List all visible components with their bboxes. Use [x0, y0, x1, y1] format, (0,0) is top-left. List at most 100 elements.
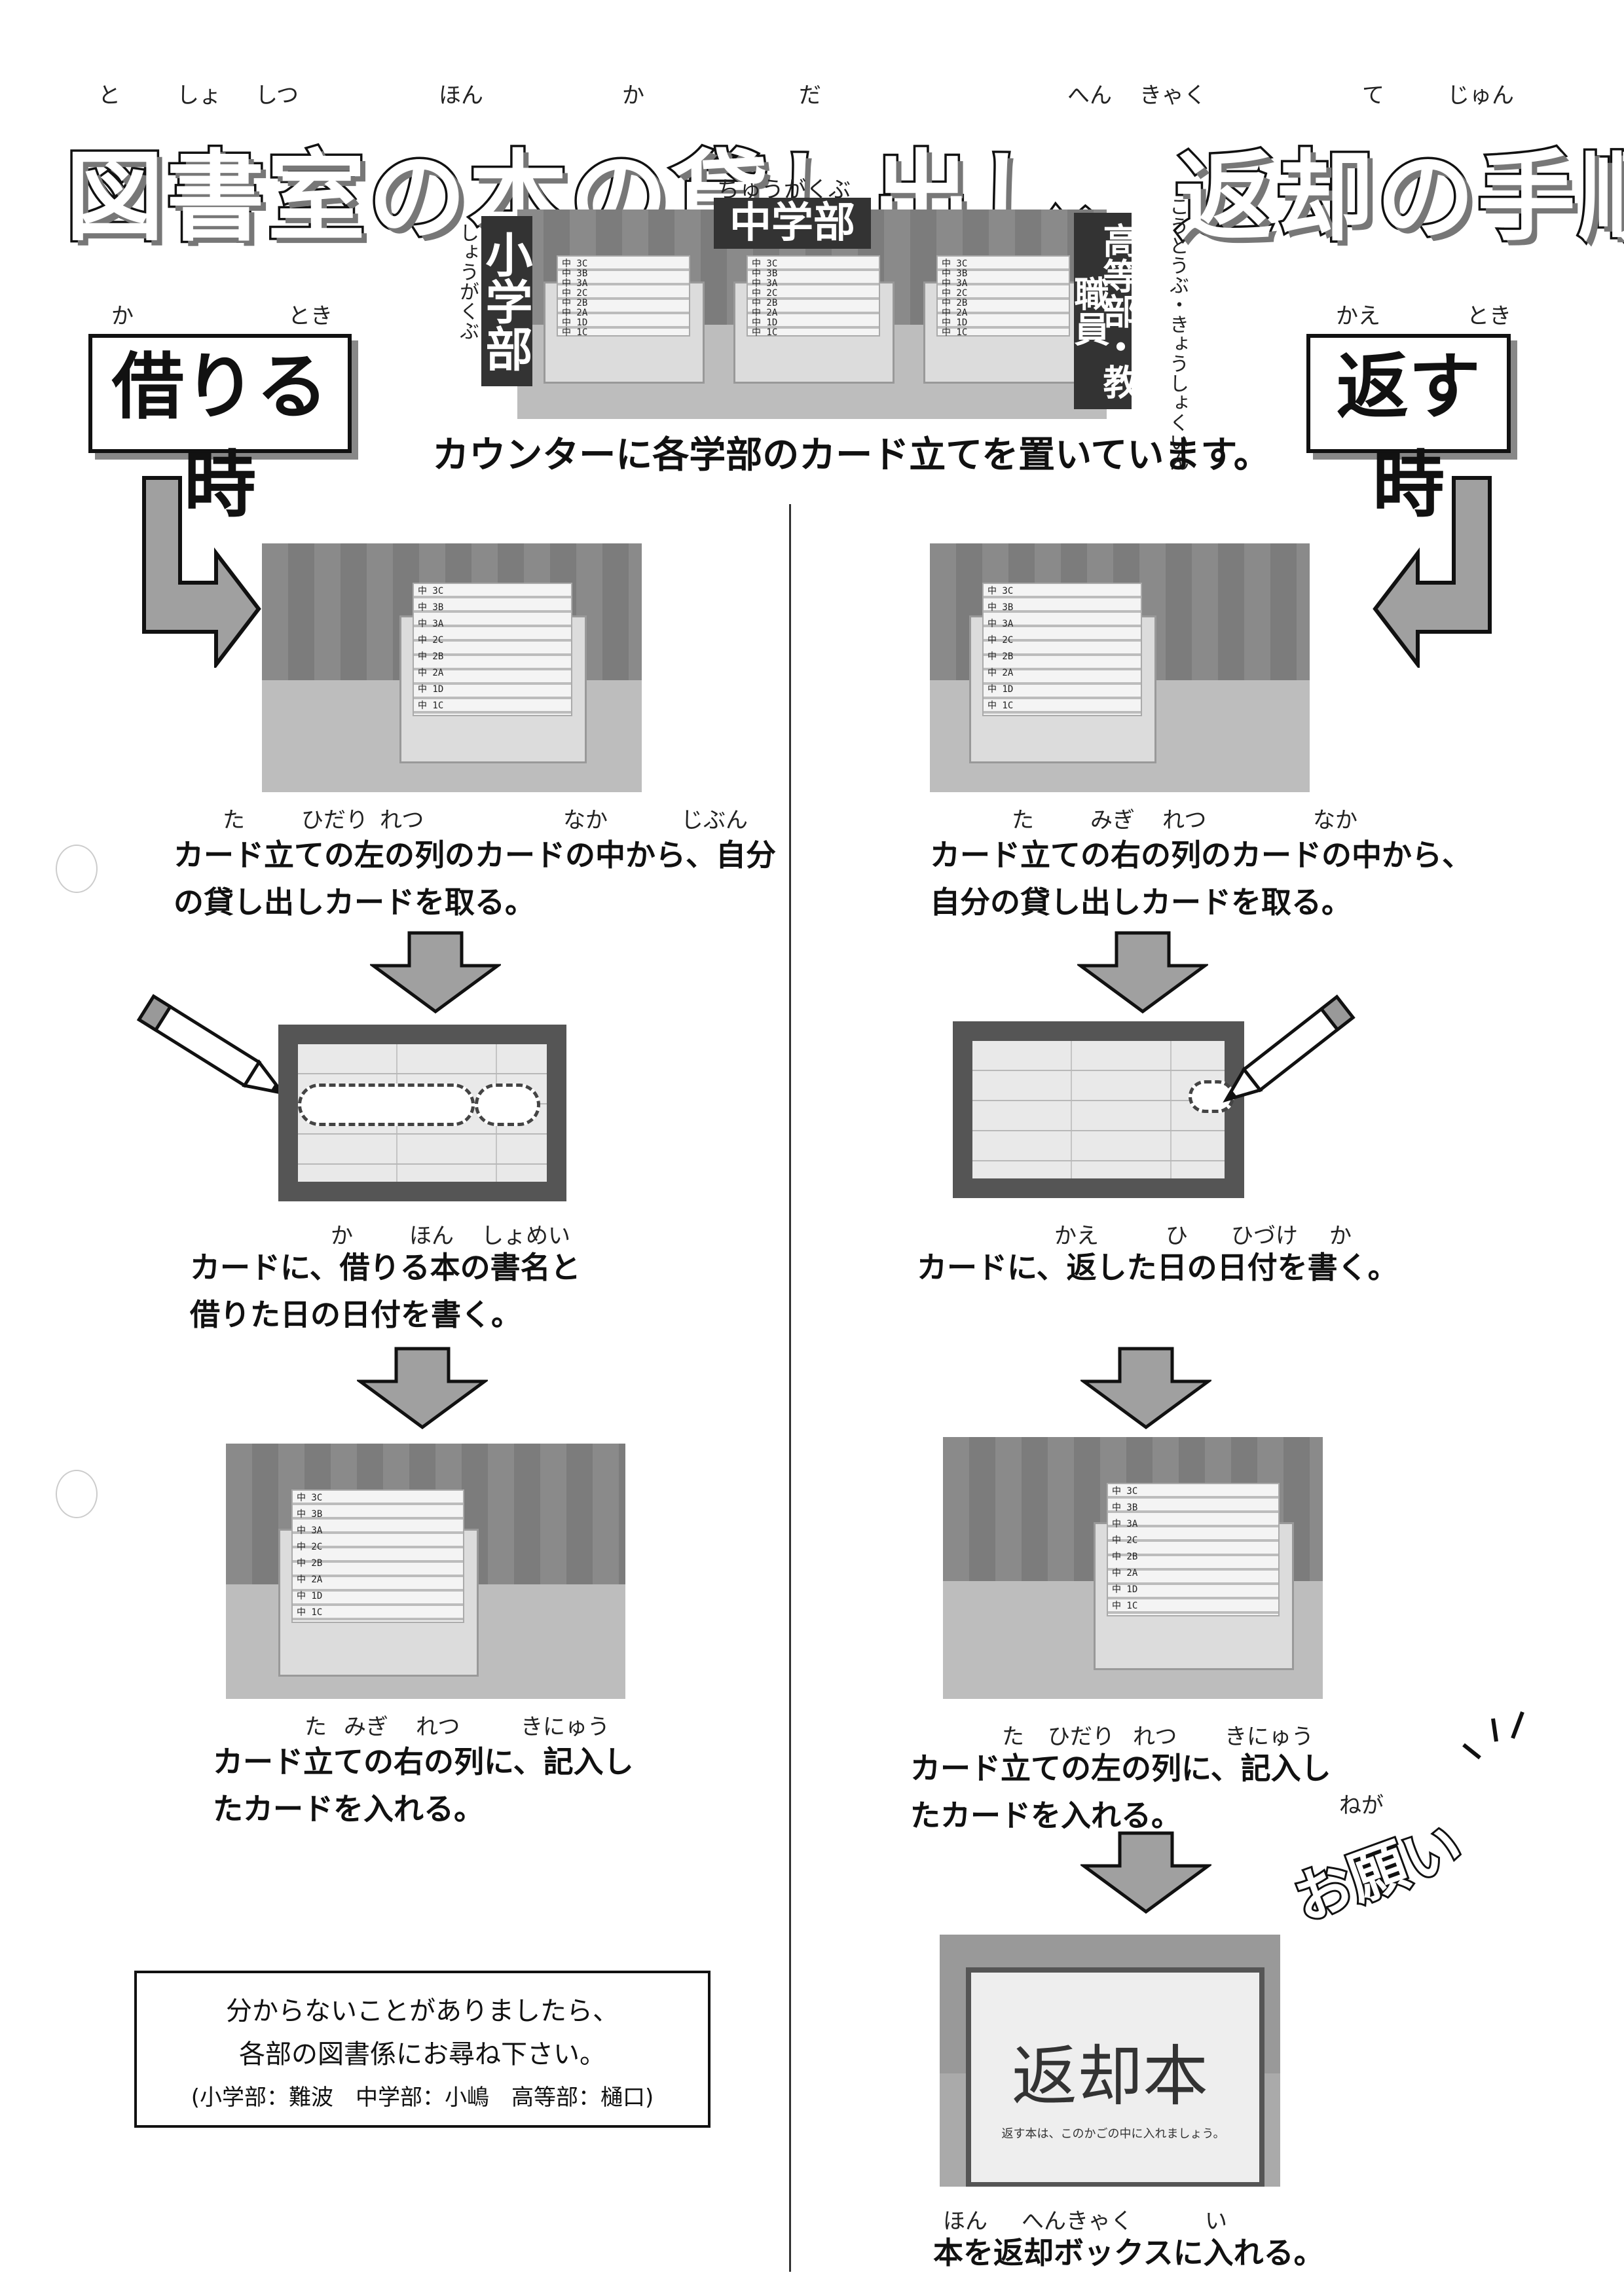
- card-label[interactable]: 中 3A: [987, 619, 1014, 629]
- down-arrow-icon: [1080, 1831, 1211, 1914]
- card-label[interactable]: 中 1C: [562, 327, 588, 338]
- card-label[interactable]: 中 3C: [1112, 1486, 1138, 1497]
- title-ruby-row: と しょ しつ ほん か だ へん きゃく て じゅん: [98, 77, 1539, 110]
- card-label[interactable]: 中 1C: [942, 327, 968, 338]
- card-label[interactable]: 中 1C: [297, 1607, 323, 1618]
- card-label[interactable]: 中 2A: [418, 668, 444, 678]
- ruby: きにゅう: [521, 1714, 610, 1740]
- card-label[interactable]: 中 2B: [418, 651, 444, 662]
- ruby: て: [1362, 82, 1384, 109]
- step-line: たカードを入れる。: [910, 1798, 1181, 1833]
- card-label[interactable]: 中 3C: [418, 586, 444, 596]
- card-label[interactable]: 中 2A: [987, 668, 1014, 678]
- card-label[interactable]: 中 2C: [1112, 1535, 1138, 1546]
- info-line: (小学部：難波 中学部：小嶋 高等部：樋口): [191, 2085, 654, 2111]
- card-label[interactable]: 中 1D: [562, 318, 588, 328]
- ruby: ひだり: [1048, 1724, 1115, 1750]
- card-label[interactable]: 中 1D: [752, 318, 778, 328]
- card-label[interactable]: 中 3A: [752, 278, 778, 289]
- card-label[interactable]: 中 2A: [942, 308, 968, 318]
- card-label[interactable]: 中 3C: [987, 586, 1014, 596]
- card-label[interactable]: 中 2B: [297, 1558, 323, 1569]
- card-label[interactable]: 中 3C: [297, 1493, 323, 1503]
- card-label[interactable]: 中 2C: [297, 1542, 323, 1552]
- ruby: ほん: [439, 82, 483, 109]
- card-label[interactable]: 中 3C: [752, 259, 778, 269]
- ruby: と: [98, 82, 120, 109]
- card-label[interactable]: 中 1D: [987, 684, 1014, 695]
- card-label[interactable]: 中 3B: [942, 268, 968, 279]
- pencil-icon: [1223, 994, 1356, 1103]
- card-label[interactable]: 中 3B: [562, 268, 588, 279]
- card-label[interactable]: 中 3B: [418, 602, 444, 613]
- ruby: ほん: [409, 1223, 454, 1249]
- ruby: みぎ: [344, 1714, 388, 1740]
- card-label[interactable]: 中 2A: [297, 1575, 323, 1585]
- down-arrow-icon: [1080, 1347, 1211, 1430]
- return-step3: カード立ての左の列に、記入し たカードを入れる。: [910, 1745, 1331, 1839]
- card-label[interactable]: 中 1D: [942, 318, 968, 328]
- curved-arrow-left-icon: [142, 476, 261, 668]
- card-label[interactable]: 中 2A: [752, 308, 778, 318]
- card-label[interactable]: 中 3A: [418, 619, 444, 629]
- ruby: なか: [1313, 807, 1357, 833]
- card-label[interactable]: 中 1D: [418, 684, 444, 695]
- return-step4: 本を返却ボックスに入れる。: [933, 2235, 1324, 2270]
- card-label[interactable]: 中 2B: [942, 298, 968, 308]
- ruby: れつ: [1162, 807, 1207, 833]
- card-label[interactable]: 中 2B: [1112, 1552, 1138, 1562]
- card-label[interactable]: 中 3C: [942, 259, 968, 269]
- card-label[interactable]: 中 2B: [752, 298, 778, 308]
- card-label[interactable]: 中 1D: [297, 1591, 323, 1601]
- borrow-label: 借りる時: [88, 334, 352, 527]
- ruby: た: [304, 1714, 327, 1740]
- card-label[interactable]: 中 1C: [418, 701, 444, 711]
- ruby: た: [1012, 807, 1034, 833]
- return-label: 返す時: [1306, 334, 1511, 527]
- borrow-step2: カードに、借りる本の書名と 借りた日の日付を書く。: [190, 1244, 581, 1338]
- card-label[interactable]: 中 3B: [987, 602, 1014, 613]
- card-label[interactable]: 中 2C: [987, 635, 1014, 646]
- card-label[interactable]: 中 3B: [1112, 1503, 1138, 1513]
- card-label[interactable]: 中 3B: [752, 268, 778, 279]
- card-label[interactable]: 中 3A: [942, 278, 968, 289]
- card-label[interactable]: 中 2A: [562, 308, 588, 318]
- ruby: た: [1002, 1724, 1024, 1750]
- ruby: か: [111, 303, 134, 329]
- card-label[interactable]: 中 2C: [942, 288, 968, 299]
- dept-high-ruby: こうとうぶ・きょうしょくいん: [1166, 196, 1189, 471]
- card-label[interactable]: 中 2C: [562, 288, 588, 299]
- card-label[interactable]: 中 1C: [1112, 1601, 1138, 1611]
- ruby: れつ: [380, 807, 424, 833]
- card-label[interactable]: 中 1C: [752, 327, 778, 338]
- return-photo-1: 中 3C 中 3B 中 3A 中 2C 中 2B 中 2A 中 1D 中 1C: [930, 543, 1310, 792]
- curved-arrow-right-icon: [1373, 476, 1492, 668]
- ruby: か: [1329, 1223, 1352, 1249]
- card-label[interactable]: 中 1D: [1112, 1584, 1138, 1595]
- card-label[interactable]: 中 3A: [297, 1525, 323, 1536]
- ruby: た: [223, 807, 245, 833]
- card-label[interactable]: 中 1C: [987, 701, 1014, 711]
- down-arrow-icon: [1077, 931, 1208, 1014]
- step-line: 自分の貸し出しカードを取る。: [930, 884, 1352, 920]
- ruby: か: [622, 82, 644, 109]
- card-label[interactable]: 中 2C: [418, 635, 444, 646]
- card-label[interactable]: 中 3A: [1112, 1519, 1138, 1529]
- card-label[interactable]: 中 2C: [752, 288, 778, 299]
- step-line: カード立ての右の列のカードの中から、: [930, 837, 1472, 873]
- ruby: きゃく: [1139, 82, 1206, 109]
- card-label[interactable]: 中 2B: [987, 651, 1014, 662]
- ruby: じゅん: [1447, 82, 1514, 109]
- ruby: ひ: [1166, 1223, 1188, 1249]
- borrow-photo-1: 中 3C 中 3B 中 3A 中 2C 中 2B 中 2A 中 1D 中 1C: [262, 543, 642, 792]
- card-label[interactable]: 中 3B: [297, 1509, 323, 1520]
- borrow-step3: カード立ての右の列に、記入し たカードを入れる。: [213, 1738, 634, 1832]
- card-label[interactable]: 中 3A: [562, 278, 588, 289]
- card-label[interactable]: 中 2A: [1112, 1568, 1138, 1578]
- card-label[interactable]: 中 3C: [562, 259, 588, 269]
- ruby: みぎ: [1090, 807, 1135, 833]
- info-line: 分からないことがありましたら、: [226, 1996, 619, 2026]
- ruby: ひだり: [301, 807, 368, 833]
- card-label[interactable]: 中 2B: [562, 298, 588, 308]
- ruby: きにゅう: [1225, 1724, 1314, 1750]
